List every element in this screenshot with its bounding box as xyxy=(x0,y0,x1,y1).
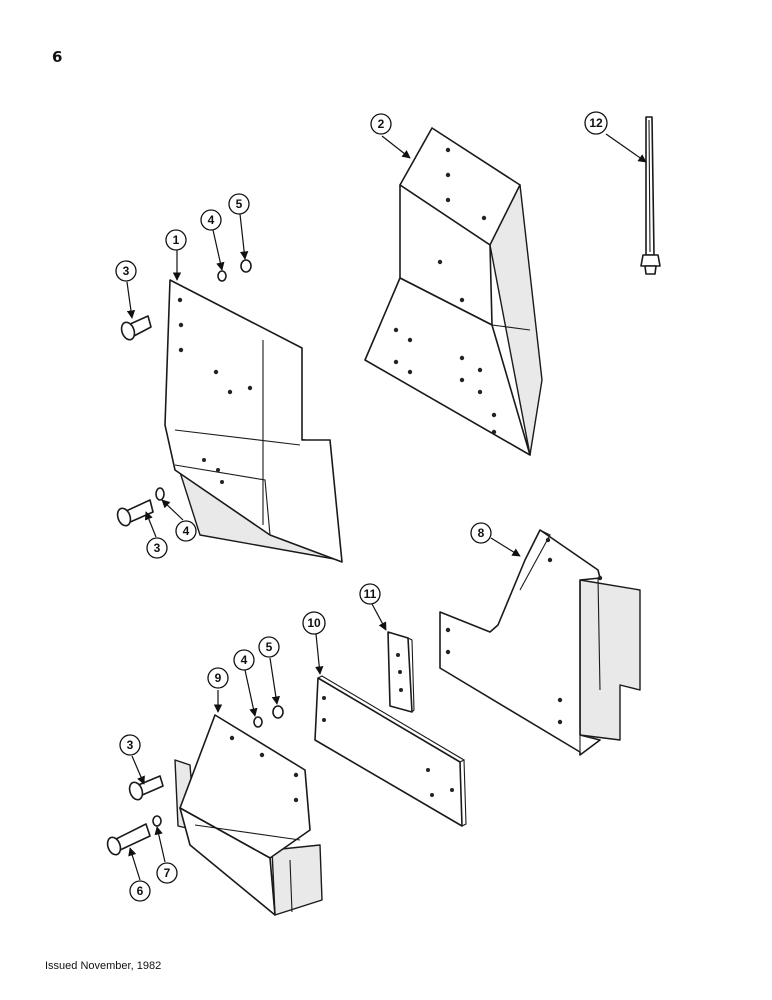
callout-2: 2 xyxy=(370,113,392,135)
bolt-3-lower xyxy=(128,775,164,801)
svg-text:3: 3 xyxy=(127,738,134,752)
issued-date-footer: Issued November, 1982 xyxy=(45,960,162,972)
callout-5-upper: 5 xyxy=(228,193,250,215)
svg-text:1: 1 xyxy=(173,233,180,247)
callout-4-lower: 4 xyxy=(233,649,255,671)
svg-text:10: 10 xyxy=(307,616,321,630)
svg-text:6: 6 xyxy=(137,884,144,898)
callouts: 1 2 12 3 4 5 3 4 8 11 10 9 4 5 3 6 7 xyxy=(115,111,608,902)
callout-3-lower: 3 xyxy=(119,734,141,756)
washer-4-lower xyxy=(253,716,263,728)
svg-text:12: 12 xyxy=(589,116,603,130)
part-8-rear-bracket xyxy=(439,529,641,756)
callout-10: 10 xyxy=(302,611,326,635)
callout-12: 12 xyxy=(584,111,608,135)
svg-text:9: 9 xyxy=(215,671,222,685)
svg-text:7: 7 xyxy=(164,866,171,880)
callout-8: 8 xyxy=(470,522,492,544)
callout-6: 6 xyxy=(129,880,151,902)
callout-5-lower: 5 xyxy=(258,636,280,658)
callout-4-upper: 4 xyxy=(200,209,222,231)
callout-9: 9 xyxy=(207,667,229,689)
svg-text:4: 4 xyxy=(208,213,215,227)
part-12-rod xyxy=(640,116,661,275)
washer-4-upper xyxy=(217,270,227,282)
svg-text:5: 5 xyxy=(266,640,273,654)
callout-7: 7 xyxy=(156,862,178,884)
washer-4-middle xyxy=(155,487,165,501)
part-9-lower-bracket xyxy=(174,714,323,916)
svg-text:5: 5 xyxy=(236,197,243,211)
part-11-small-plate xyxy=(387,631,415,713)
washer-7 xyxy=(152,815,162,827)
svg-text:3: 3 xyxy=(123,264,130,278)
svg-text:8: 8 xyxy=(478,526,485,540)
svg-text:2: 2 xyxy=(378,117,385,131)
callout-3-upper: 3 xyxy=(115,260,137,282)
nut-5-upper xyxy=(240,259,252,273)
svg-text:4: 4 xyxy=(241,653,248,667)
svg-text:4: 4 xyxy=(183,524,190,538)
leader-lines xyxy=(126,133,647,881)
svg-text:11: 11 xyxy=(364,587,377,601)
callout-11: 11 xyxy=(359,583,381,605)
page-number: 6 xyxy=(52,48,63,66)
bolt-3-middle xyxy=(116,499,154,527)
callout-3-middle: 3 xyxy=(146,537,168,559)
nut-5-lower xyxy=(272,705,284,719)
callout-4-middle: 4 xyxy=(175,520,197,542)
bolt-6 xyxy=(106,823,151,856)
part-2-upper-bracket xyxy=(364,127,543,456)
callout-1: 1 xyxy=(165,229,187,251)
part-1-mounting-plate xyxy=(164,279,343,563)
svg-text:3: 3 xyxy=(154,541,161,555)
part-10-long-plate xyxy=(314,675,467,827)
hardware xyxy=(106,259,284,856)
bolt-3-upper xyxy=(120,315,152,341)
